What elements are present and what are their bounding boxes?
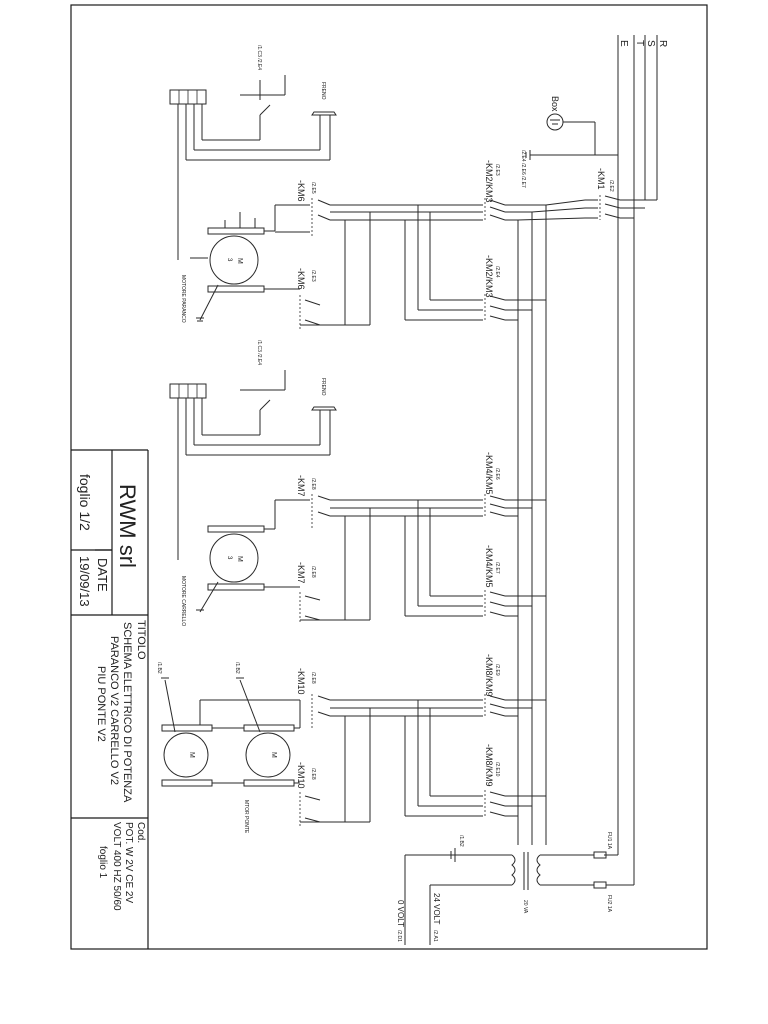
motor-ponte-label: MTOR PONTE [243,800,249,834]
out-0-label: 0 VOLT [396,900,405,927]
title-block: RWM srl foglio 1/2 DATE 19/09/13 TITOLO … [71,449,149,949]
pot-value: POT. W 2V CE 2V [123,822,134,903]
km8km9-a-ref: /2.E9 [494,664,500,676]
km2km3-b-label: -KM2/KM3 [484,255,494,298]
cod-label: Cod. [135,822,146,843]
transformer-section: FU1 1A FU2 1A 20 VA /1.B2 24 VOLT /2.A1 … [396,832,635,945]
svg-text:3: 3 [226,258,232,262]
phase-label-t: T [634,40,645,46]
svg-text:M: M [236,258,243,264]
km2km3-a-ref: /2.E3 [494,164,500,176]
section-carrello: -KM4/KM5 /2.E6 -KM4/KM5 /2.E7 -KM7 /2.E8… [169,340,546,626]
km1-ref: /2.E2 [608,180,614,192]
km2km3-a-label: -KM2/KM3 [484,160,494,203]
km10-b-label: -KM10 [296,762,306,789]
km2km3-b-ref: /2.E4 [494,266,500,278]
km6-a-label: -KM6 [296,180,306,202]
km4km5-b-label: -KM4/KM5 [484,545,494,588]
transformer-va: 20 VA [522,900,528,914]
foglio-value: foglio 1 [97,846,108,879]
titolo-line-3: PIU PONTE V2 [95,666,107,742]
earth-refs: /2.E4 /2.E6 /2.E7 [520,150,526,188]
fu1-label: FU1 1A [606,832,612,850]
km7-a-ref: /2.E8 [310,478,316,490]
km7-b-label: -KM7 [296,562,306,584]
volt-value: VOLT 400 HZ 50/60 [111,822,122,911]
brake-label-1: FRENO [320,82,326,100]
svg-text:M: M [236,556,243,562]
km7-a-label: -KM7 [296,475,306,497]
brake-refs-1: /1.C3 /2.E4 [256,45,262,70]
date-label: DATE [95,558,110,592]
km10-a-label: -KM10 [296,668,306,695]
motor-carrello-label: MOTORE CARRELLO [180,576,186,626]
brake-label-2: FRENO [320,378,326,396]
km6-b-ref: /2.E3 [310,270,316,282]
box-earth: Box /2.E4 /2.E6 /2.E7 [520,96,618,188]
date-value: 19/09/13 [77,556,92,607]
motor-ponte-1 [245,732,291,778]
km8km9-b-ref: /2.E10 [494,762,500,777]
svg-text:M: M [270,752,277,758]
km7-b-ref: /2.E8 [310,566,316,578]
ponte-earth-2: /1.B2 [156,662,162,674]
km4km5-a-ref: /2.E6 [494,468,500,480]
km4km5-a-label: -KM4/KM5 [484,452,494,495]
section-paranco: -KM2/KM3 /2.E3 -KM2/KM3 /2.E4 -KM6 [169,45,546,330]
km1-label: -KM1 [596,168,606,190]
motor-ponte-2 [163,732,209,778]
box-label: Box [550,96,560,112]
fuse-fu2 [593,881,607,889]
km4km5-b-ref: /2.E7 [494,562,500,574]
titolo-label: TITOLO [135,620,147,660]
phase-label-e: E [618,40,629,47]
sheet-frame [70,4,708,950]
section-ponte: -KM8/KM9 /2.E9 -KM8/KM9 /2.E10 -KM10 /2.… [156,654,546,834]
transformer-earth: /1.B2 [458,835,464,847]
phase-label-s: S [645,40,656,47]
phase-label-r: R [657,40,668,47]
svg-text:M: M [188,752,195,758]
sheet-number: foglio 1/2 [77,474,93,531]
km6-a-ref: /2.E5 [310,182,316,194]
titolo-line-1: SCHEMA ELETTRICO DI POTENZA [121,622,133,803]
titolo-line-2: PARANCO V2 CARRELLO V2 [108,636,120,785]
motor-paranco-label: MOTORE PARANCO [180,275,186,323]
km10-b-ref: /2.E8 [310,768,316,780]
motor-carrello [209,533,259,583]
fu2-label: FU2 1A [606,895,612,913]
brake-refs-2: /1.C3 /2.E4 [256,340,262,365]
motor-paranco [209,235,259,285]
company-name: RWM srl [115,484,140,568]
svg-text:3: 3 [226,556,232,560]
km8km9-a-label: -KM8/KM9 [484,654,494,697]
out-24-label: 24 VOLT [432,893,441,925]
out-24-ref: /2.A1 [432,930,438,942]
out-0-ref: /2.D1 [396,930,402,942]
km6-b-label: -KM6 [296,268,306,290]
km10-a-ref: /2.E8 [310,672,316,684]
phase-labels: R S T E [618,40,668,47]
km8km9-b-label: -KM8/KM9 [484,744,494,787]
contactor-km1: -KM1 /2.E2 [585,168,621,220]
ponte-earth-1: /1.B2 [234,662,240,674]
supply-buses [517,35,658,860]
